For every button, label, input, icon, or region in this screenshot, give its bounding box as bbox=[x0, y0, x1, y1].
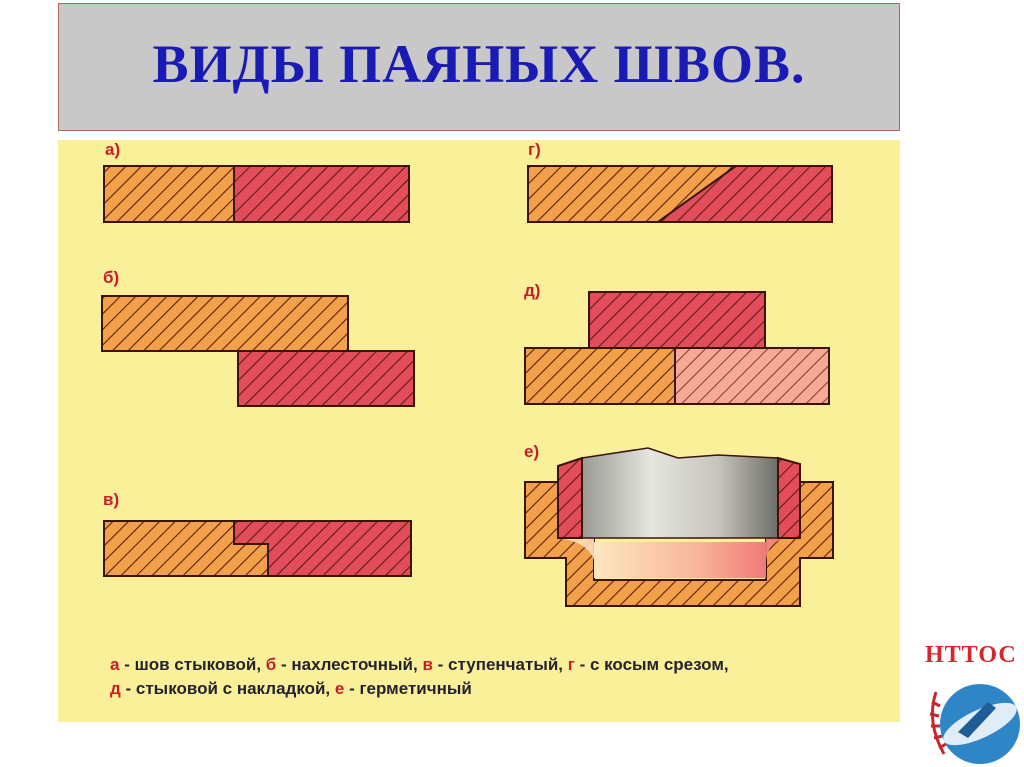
figure-v-label: в) bbox=[103, 490, 119, 509]
college-logo: НТТОС bbox=[918, 642, 1024, 767]
caption-key-d: д bbox=[110, 679, 121, 698]
caption-key-g: г bbox=[567, 655, 575, 674]
diagram-panel: а) б) в) г) д) bbox=[58, 140, 900, 722]
figure-e-label: е) bbox=[524, 442, 539, 461]
figure-a-label: а) bbox=[105, 140, 120, 159]
caption-key-e: е bbox=[334, 679, 345, 698]
page-title: ВИДЫ ПАЯНЫХ ШВОВ. bbox=[152, 34, 806, 94]
caption: а - шов стыковой, б - нахлесточный, в - … bbox=[110, 653, 890, 701]
caption-line-1: а - шов стыковой, б - нахлесточный, в - … bbox=[110, 653, 890, 677]
figure-e-hermetic-joint: е) bbox=[524, 442, 834, 607]
figure-d-butt-with-cover: д) bbox=[524, 281, 830, 405]
caption-key-b: б bbox=[265, 655, 277, 674]
caption-text-a: - шов стыковой, bbox=[119, 655, 266, 674]
figure-b-label: б) bbox=[103, 268, 119, 287]
caption-key-v: в bbox=[422, 655, 433, 674]
figure-d-label: д) bbox=[524, 281, 540, 300]
caption-text-b: - нахлесточный, bbox=[276, 655, 423, 674]
figure-g-scarf-joint: г) bbox=[527, 140, 833, 223]
brazed-joints-diagram: а) б) в) г) д) bbox=[101, 140, 834, 607]
figure-a-butt-joint: а) bbox=[103, 140, 410, 223]
caption-text-g: - с косым срезом, bbox=[574, 655, 729, 674]
figure-g-label: г) bbox=[528, 140, 541, 159]
caption-text-v: - ступенчатый, bbox=[432, 655, 568, 674]
caption-line-2: д - стыковой с накладкой, е - герметичны… bbox=[110, 677, 890, 701]
figure-b-lap-joint: б) bbox=[101, 268, 415, 407]
caption-text-e: - герметичный bbox=[344, 679, 472, 698]
title-box: ВИДЫ ПАЯНЫХ ШВОВ. bbox=[58, 3, 900, 131]
logo-emblem-icon bbox=[929, 684, 1020, 764]
caption-text-d: - стыковой с накладкой, bbox=[120, 679, 335, 698]
figure-v-stepped-joint: в) bbox=[103, 490, 412, 577]
caption-key-a: а bbox=[110, 655, 120, 674]
logo-name: НТТОС bbox=[925, 642, 1017, 668]
